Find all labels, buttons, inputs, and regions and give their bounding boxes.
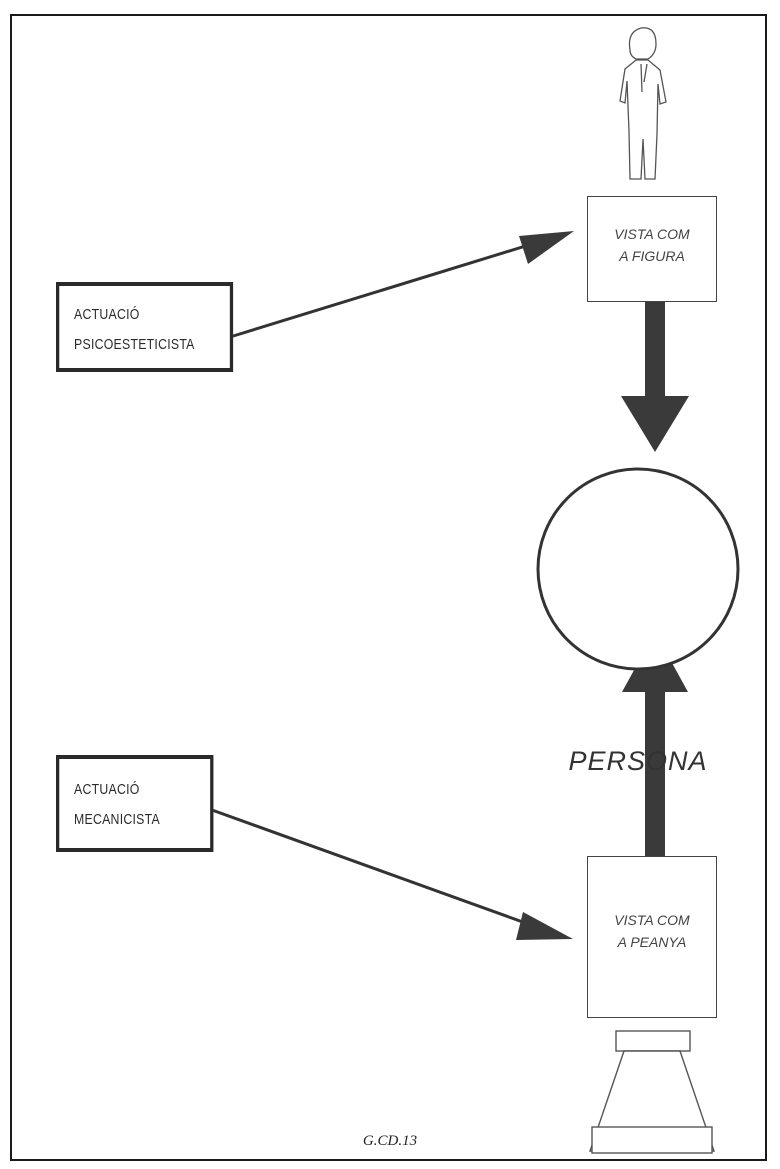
outer-frame [10, 14, 767, 1161]
vista-peanya-line1: VISTA COM [614, 912, 690, 928]
thick-arrow-down-head [621, 396, 689, 452]
figure-caption: G.CD.13 [362, 1133, 418, 1149]
actuacio-psicoesteticista-box: ACTUACIÓ PSICOESTETICISTA [56, 282, 234, 372]
standing-figure-icon [619, 27, 667, 180]
actuacio-psico-line2: PSICOESTETICISTA [74, 336, 195, 353]
actuacio-mecan-line1: ACTUACIÓ [74, 781, 140, 798]
actuacio-psico-line1: ACTUACIÓ [74, 306, 140, 323]
arrow-mecan-to-peanya-shaft [211, 808, 546, 932]
actuacio-mecan-line2: MECANICISTA [74, 811, 160, 828]
pedestal-icon [589, 1030, 715, 1154]
actuacio-mecanicista-box: ACTUACIÓ MECANICISTA [56, 755, 214, 852]
arrow-psico-to-figura-head [519, 231, 574, 264]
vista-peanya-line2: A PEANYA [617, 934, 687, 950]
thick-arrow-down-shaft [645, 301, 665, 398]
vista-figura-line2: A FIGURA [619, 248, 685, 264]
vista-com-a-peanya-box: VISTA COM A PEANYA [587, 856, 717, 1018]
persona-label: PERSONA [568, 746, 708, 776]
arrow-psico-to-figura-shaft [229, 238, 546, 339]
vista-com-a-figura-box: VISTA COM A FIGURA [587, 196, 717, 302]
thick-arrow-up-shaft [645, 688, 665, 860]
arrow-mecan-to-peanya-head [516, 912, 573, 940]
persona-circle [536, 467, 740, 671]
vista-figura-line1: VISTA COM [614, 226, 690, 242]
